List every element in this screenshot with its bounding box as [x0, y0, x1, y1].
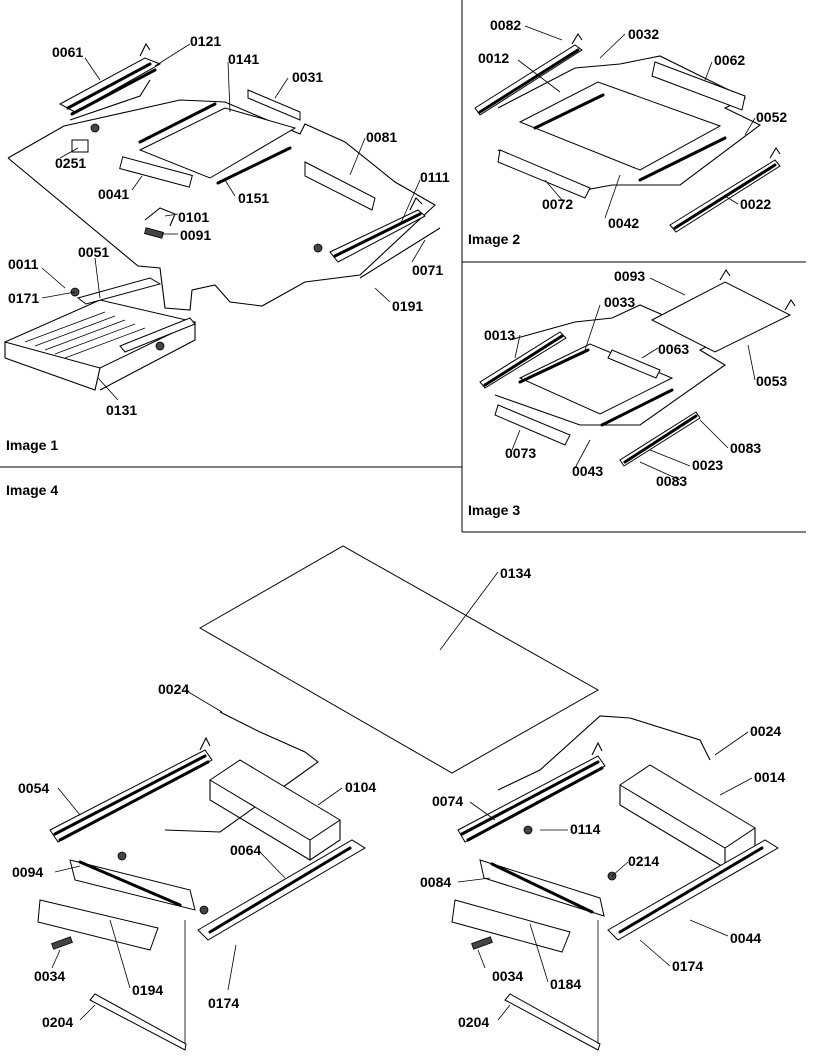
part-label: 0031 — [292, 69, 323, 85]
part-label: 0023 — [692, 457, 723, 473]
part-label: 0204 — [458, 1014, 489, 1030]
part-label: 0032 — [628, 26, 659, 42]
part-label: 0013 — [484, 327, 515, 343]
part-label: 0034 — [34, 968, 65, 984]
part-label: 0251 — [55, 155, 86, 171]
part-label: 0091 — [180, 227, 211, 243]
panel-title-image2: Image 2 — [468, 231, 520, 247]
part-label: 0042 — [608, 215, 639, 231]
part-label: 0083 — [730, 440, 761, 456]
part-label: 0101 — [178, 209, 209, 225]
part-label: 0073 — [505, 445, 536, 461]
panel-borders — [0, 0, 806, 533]
part-label: 0171 — [8, 290, 39, 306]
part-label: 0034 — [492, 968, 523, 984]
panel-title-image4: Image 4 — [6, 482, 58, 498]
part-label: 0052 — [756, 109, 787, 125]
part-label: 0033 — [604, 294, 635, 310]
part-label: 0134 — [500, 565, 531, 581]
part-label: 0044 — [730, 930, 761, 946]
part-label: 0204 — [42, 1014, 73, 1030]
part-label: 0022 — [740, 196, 771, 212]
part-label: 0011 — [8, 256, 39, 272]
part-label: 0024 — [750, 723, 781, 739]
part-label: 0012 — [478, 50, 509, 66]
part-label: 0054 — [18, 780, 49, 796]
part-label: 0071 — [412, 262, 443, 278]
part-label: 0062 — [714, 52, 745, 68]
part-label: 0041 — [98, 186, 129, 202]
part-label: 0074 — [432, 793, 463, 809]
part-label: 0141 — [228, 51, 259, 67]
part-label: 0174 — [208, 995, 239, 1011]
part-label: 0072 — [542, 196, 573, 212]
part-label: 0063 — [658, 341, 689, 357]
leader-lines — [41, 25, 756, 1021]
part-label: 0151 — [238, 190, 269, 206]
part-label: 0043 — [572, 463, 603, 479]
panel-title-image1: Image 1 — [6, 437, 58, 453]
part-label: 0082 — [490, 17, 521, 33]
image1-drawing — [3, 42, 441, 391]
part-label: 0024 — [158, 681, 189, 697]
part-label: 0104 — [345, 779, 376, 795]
part-label: 0121 — [190, 33, 221, 49]
image4-drawing — [37, 545, 779, 1051]
part-label: 0064 — [230, 842, 261, 858]
part-label: 0014 — [754, 769, 785, 785]
panel-title-image3: Image 3 — [468, 502, 520, 518]
part-label: 0174 — [672, 958, 703, 974]
part-label: 0214 — [628, 853, 659, 869]
part-label: 0084 — [420, 874, 451, 890]
part-label: 0131 — [106, 402, 137, 418]
part-label: 0093 — [614, 268, 645, 284]
part-label: 0053 — [756, 373, 787, 389]
part-label: 0081 — [366, 129, 397, 145]
part-label: 0184 — [550, 976, 581, 992]
part-label: 0114 — [570, 821, 601, 837]
part-label: 0191 — [392, 298, 423, 314]
part-label: 0051 — [78, 244, 109, 260]
part-label: 0083 — [656, 473, 687, 489]
part-label: 0194 — [132, 982, 163, 998]
part-label: 0094 — [12, 864, 43, 880]
image3-drawing — [479, 268, 796, 467]
part-label: 0061 — [52, 44, 83, 60]
part-label: 0111 — [420, 169, 450, 185]
